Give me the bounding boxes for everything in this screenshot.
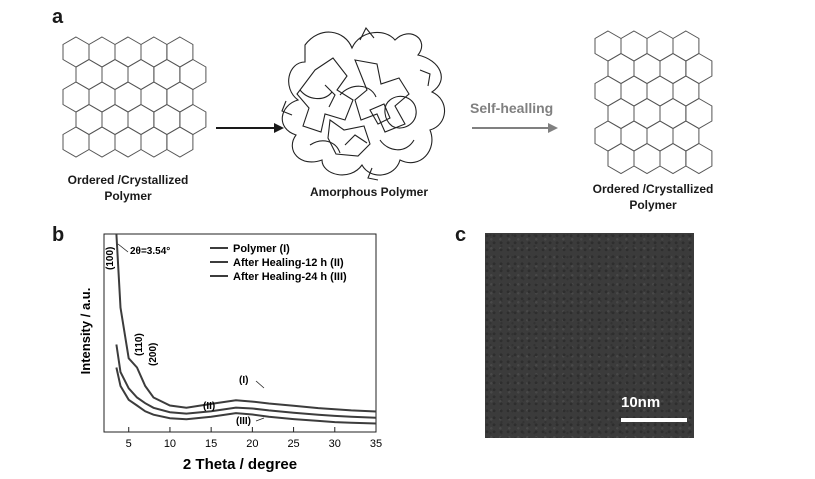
lattice-hexagon	[633, 142, 661, 175]
right-caption-line-2: Polymer	[629, 198, 677, 212]
right-caption-line-1: Ordered /Crystallized	[592, 182, 714, 196]
lattice-hexagon	[659, 52, 687, 85]
lattice-hexagon	[594, 75, 622, 107]
right-caption: Ordered /Crystallized Polymer	[583, 181, 723, 213]
curve-label-III-pointer	[255, 417, 265, 422]
curves	[115, 233, 377, 425]
lattice-hexagon	[114, 126, 142, 158]
lattice-hexagon	[88, 81, 116, 113]
plot-frame	[103, 233, 377, 433]
lattice-hexagon	[607, 52, 635, 85]
lattice-hexagon	[179, 58, 207, 91]
lattice-hexagon	[607, 97, 635, 130]
lattice-hexagon	[114, 36, 142, 68]
amorphous-polymer-blob	[281, 26, 446, 181]
x-ticks: 5 10 15 20 25 30 35	[126, 427, 382, 450]
lattice-hexagon	[101, 58, 129, 91]
lattice-hexagon	[672, 30, 700, 62]
lattice-hexagon	[62, 81, 90, 113]
lattice-hexagon	[607, 142, 635, 175]
curve-label-I: (I)	[239, 375, 248, 386]
lattice-hexagon	[594, 120, 622, 152]
lattice-hexagon	[672, 75, 700, 107]
lattice-hexagon	[620, 120, 648, 152]
lattice-hexagon	[88, 36, 116, 68]
panel-c-letter: c	[455, 224, 467, 246]
lattice-hexagon	[166, 36, 194, 68]
lattice-hexagon	[62, 126, 90, 158]
lattice-hexagon	[594, 30, 622, 62]
series-line-3	[115, 367, 377, 425]
legend-entry: After Healing-24 h (III)	[233, 271, 347, 283]
lattice-hexagon	[88, 126, 116, 158]
tem-micrograph	[485, 233, 694, 438]
lattice-hexagon	[101, 103, 129, 136]
peak-annotation-pointer	[117, 243, 129, 253]
series-line-1	[115, 233, 377, 413]
lattice-hexagon	[166, 126, 194, 158]
lattice-hexagon	[75, 103, 103, 136]
lattice-hexagon	[685, 142, 713, 175]
middle-caption: Amorphous Polymer	[309, 185, 429, 199]
legend-entry: After Healing-12 h (II)	[233, 257, 344, 269]
lattice-hexagon	[62, 36, 90, 68]
lattice-hexagon	[659, 142, 687, 175]
curve-label-II: (II)	[203, 401, 215, 412]
lattice-hexagon	[75, 58, 103, 91]
lattice-hexagon	[646, 120, 674, 152]
lattice-hexagon	[659, 97, 687, 130]
peak-label-100: (100)	[105, 247, 116, 270]
series-line-2	[115, 344, 377, 419]
x-tick-label: 35	[370, 438, 382, 450]
curve-label-I-pointer	[255, 380, 265, 389]
panel-b-letter: b	[52, 224, 65, 246]
scale-bar-label: 10nm	[621, 394, 661, 411]
lattice-hexagon	[685, 97, 713, 130]
crystal-lattice-right	[594, 30, 713, 175]
x-tick-label: 30	[329, 438, 341, 450]
x-axis-label: 2 Theta / degree	[183, 456, 297, 473]
lattice-hexagon	[646, 75, 674, 107]
lattice-hexagon	[140, 36, 168, 68]
panel-a-letter: a	[52, 6, 64, 28]
curve-label-III: (III)	[236, 416, 251, 427]
xrd-chart: 5 10 15 20 25 30 35 Polymer (I) After Healing-1…	[78, 233, 382, 473]
x-tick-label: 15	[205, 438, 217, 450]
lattice-hexagon	[114, 81, 142, 113]
lattice-hexagon	[672, 120, 700, 152]
scale-bar	[621, 418, 687, 422]
lattice-hexagon	[166, 81, 194, 113]
lattice-hexagon	[179, 103, 207, 136]
lattice-hexagon	[620, 75, 648, 107]
crystal-lattice-left	[62, 36, 207, 158]
y-axis-label: Intensity / a.u.	[78, 288, 93, 375]
arrow-2-head	[548, 123, 558, 133]
x-tick-label: 5	[126, 438, 132, 450]
lattice-hexagon	[633, 97, 661, 130]
lattice-hexagon	[140, 81, 168, 113]
lattice-hexagon	[127, 58, 155, 91]
legend: Polymer (I) After Healing-12 h (II) After …	[210, 243, 347, 283]
lattice-hexagon	[646, 30, 674, 62]
left-caption: Ordered /Crystallized Polymer	[58, 172, 198, 204]
lattice-hexagon	[620, 30, 648, 62]
x-tick-label: 10	[164, 438, 176, 450]
x-tick-label: 25	[287, 438, 299, 450]
peak-annotation: 2θ=3.54°	[130, 246, 170, 257]
lattice-hexagon	[685, 52, 713, 85]
lattice-hexagon	[153, 103, 181, 136]
lattice-hexagon	[140, 126, 168, 158]
lattice-hexagon	[153, 58, 181, 91]
lattice-hexagon	[633, 52, 661, 85]
arrow-1-head	[274, 123, 284, 133]
peak-label-110: (110)	[134, 333, 145, 356]
lattice-hexagon	[127, 103, 155, 136]
peak-label-200: (200)	[148, 343, 159, 366]
panel-a-figure	[62, 26, 713, 181]
x-tick-label: 20	[246, 438, 258, 450]
self-healing-label: Self-healling	[470, 100, 554, 116]
legend-entry: Polymer (I)	[233, 243, 290, 255]
left-caption-line-2: Polymer	[104, 189, 152, 203]
left-caption-line-1: Ordered /Crystallized	[67, 173, 189, 187]
